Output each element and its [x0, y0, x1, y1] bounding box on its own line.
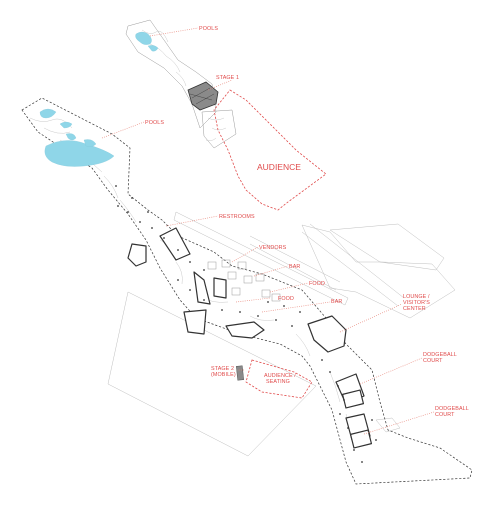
main-park-strip [21, 97, 473, 485]
stage-2-platform [236, 365, 244, 381]
audience-seating-zone [245, 359, 313, 399]
vendor-stalls [207, 259, 281, 302]
label-stage-2-line-1: STAGE 2 [211, 366, 234, 372]
label-lounge-line-3: CENTER [403, 306, 426, 312]
label-bar-2: BAR [331, 299, 342, 305]
label-pools-top: POOLS [199, 26, 218, 32]
label-audience-seating-line-1: AUDIENCE / [264, 373, 296, 379]
label-stage-2-line-2: (MOBILE) [211, 372, 236, 378]
labels: POOLS STAGE 1 POOLS AUDIENCE RESTROOMS V… [145, 26, 469, 418]
label-food-1: FOOD [309, 281, 325, 287]
upper-park-strip [125, 19, 237, 149]
label-food-2: FOOD [278, 296, 294, 302]
label-dodgeball-1-line-1: DODGEBALL [423, 352, 457, 358]
label-audience: AUDIENCE [257, 162, 301, 172]
audience-zone [213, 89, 327, 211]
site-dots [115, 185, 377, 463]
label-restrooms: RESTROOMS [219, 214, 255, 220]
label-dodgeball-1-line-2: COURT [423, 358, 443, 364]
label-vendors: VENDORS [259, 245, 287, 251]
label-dodgeball-2-line-2: COURT [435, 412, 455, 418]
label-stage-1: STAGE 1 [216, 75, 239, 81]
label-lounge-line-2: VISITOR'S [403, 300, 430, 306]
label-pools: POOLS [145, 120, 164, 126]
label-bar-1: BAR [289, 264, 300, 270]
leader-lines [101, 27, 435, 435]
context-lines [107, 211, 456, 457]
label-dodgeball-2-line-1: DODGEBALL [435, 406, 469, 412]
label-lounge-line-1: LOUNGE / [403, 294, 430, 300]
label-audience-seating-line-2: SEATING [266, 379, 290, 385]
structures [127, 227, 373, 449]
